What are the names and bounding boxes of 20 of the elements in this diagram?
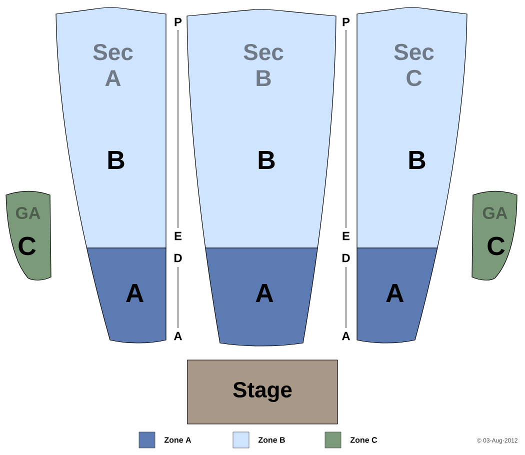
row-label: E: [174, 232, 182, 240]
legend-label: Zone B: [258, 437, 285, 443]
row-label: A: [174, 332, 182, 340]
row-label: E: [342, 232, 350, 240]
row-label: P: [342, 18, 350, 26]
row-label: A: [342, 332, 350, 340]
row-label: P: [174, 18, 182, 26]
seating-section: Sec C B: [356, 6, 468, 248]
row-label: D: [174, 254, 182, 262]
seating-section: GA C: [6, 190, 52, 280]
seating-section: A: [205, 248, 318, 346]
seating-section: A: [356, 248, 438, 344]
legend-label: Zone C: [350, 437, 378, 443]
legend-label: Zone A: [164, 437, 192, 443]
row-label: D: [342, 254, 350, 262]
seating-section: Sec A B: [56, 6, 166, 248]
seating-section: Sec B B: [186, 8, 336, 248]
seating-section: A: [86, 248, 166, 344]
stage-box: Stage: [187, 360, 338, 424]
seating-section: GA C: [472, 190, 518, 280]
